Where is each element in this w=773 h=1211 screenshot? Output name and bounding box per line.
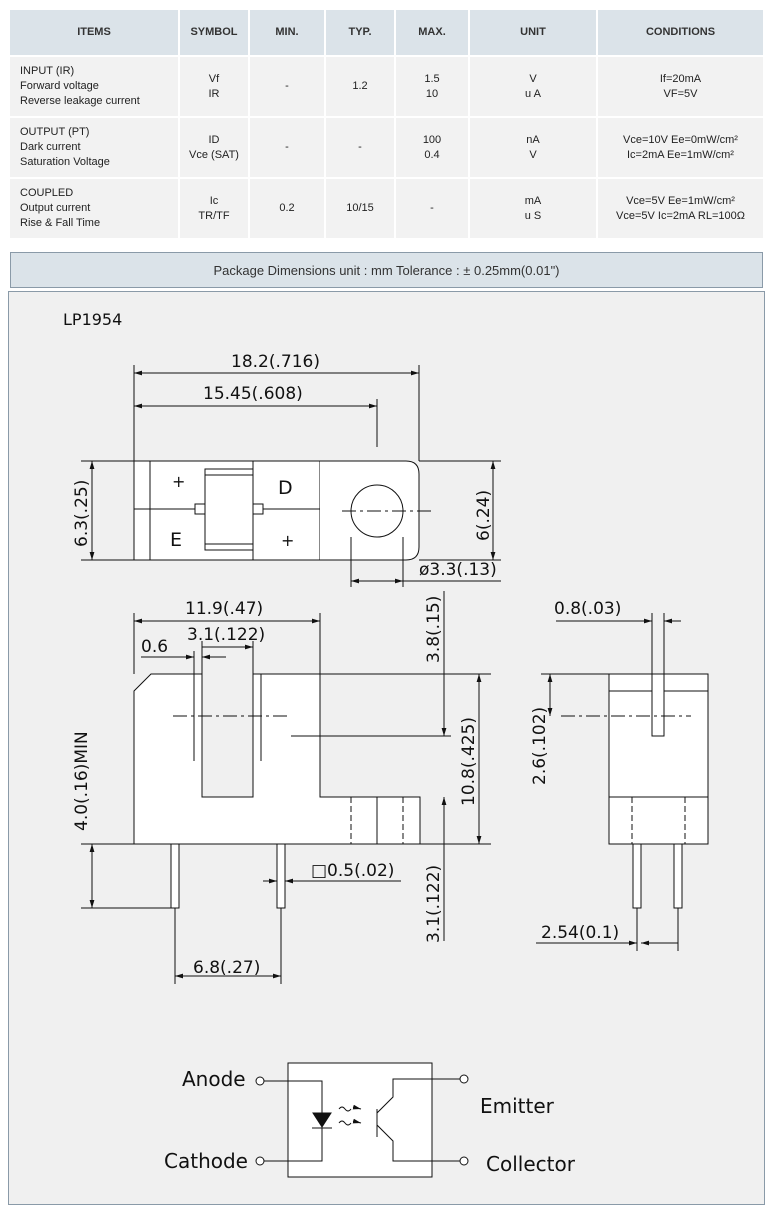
- symbol-line: Vce (SAT): [189, 148, 239, 161]
- header-conditions: CONDITIONS: [598, 10, 763, 55]
- header-unit: UNIT: [470, 10, 596, 55]
- schematic-box: [287, 1062, 433, 1178]
- row-symbol: Ic TR/TF: [180, 179, 248, 238]
- item-line: OUTPUT (PT): [20, 126, 90, 138]
- label-anode: Anode: [182, 1067, 246, 1091]
- item-line: Dark current: [20, 141, 81, 153]
- dim-min-height: 4.0(.16)MIN: [72, 731, 92, 831]
- row-items: OUTPUT (PT) Dark current Saturation Volt…: [10, 118, 178, 177]
- row-unit: mA u S: [470, 179, 596, 238]
- dim-height-left: 6.3(.25): [72, 480, 92, 547]
- spec-table: ITEMS SYMBOL MIN. TYP. MAX. UNIT CONDITI…: [8, 8, 765, 240]
- header-typ: TYP.: [326, 10, 394, 55]
- row-max: 100 0.4: [396, 118, 468, 177]
- unit-line: V: [529, 72, 537, 85]
- item-line: Output current: [20, 202, 91, 214]
- header-symbol: SYMBOL: [180, 10, 248, 55]
- label-collector: Collector: [486, 1152, 576, 1176]
- table-row: INPUT (IR) Forward voltage Reverse leaka…: [10, 57, 763, 116]
- item-line: COUPLED: [20, 187, 74, 199]
- label-cathode: Cathode: [164, 1149, 248, 1173]
- pin-left: [170, 843, 180, 909]
- row-symbol: ID Vce (SAT): [180, 118, 248, 177]
- unit-line: u A: [525, 87, 541, 100]
- item-line: Forward voltage: [20, 80, 99, 92]
- dim-aperture: 0.8(.03): [554, 599, 621, 619]
- row-items: INPUT (IR) Forward voltage Reverse leaka…: [10, 57, 178, 116]
- dim-slot: 3.1(.122): [187, 625, 265, 645]
- condition-line: Vce=5V Ee=1mW/cm²: [626, 194, 735, 207]
- header-items: ITEMS: [10, 10, 178, 55]
- item-line: Reverse leakage current: [20, 95, 140, 107]
- max-line: 100: [422, 133, 442, 146]
- row-items: COUPLED Output current Rise & Fall Time: [10, 179, 178, 238]
- row-min: -: [250, 57, 324, 116]
- row-symbol: Vf IR: [180, 57, 248, 116]
- row-max: 1.5 10: [396, 57, 468, 116]
- symbol-line: TR/TF: [198, 209, 230, 222]
- table-row: OUTPUT (PT) Dark current Saturation Volt…: [10, 118, 763, 177]
- unit-line: V: [529, 148, 537, 161]
- condition-line: Vce=10V Ee=0mW/cm²: [623, 133, 738, 146]
- dim-width: 11.9(.47): [185, 599, 263, 619]
- header-max: MAX.: [396, 10, 468, 55]
- item-line: INPUT (IR): [20, 65, 75, 77]
- row-conditions: Vce=5V Ee=1mW/cm² Vce=5V Ic=2mA RL=100Ω: [598, 179, 763, 238]
- row-typ: -: [326, 118, 394, 177]
- package-dimensions-title: Package Dimensions unit : mm Tolerance :…: [10, 252, 763, 288]
- pin-right: [276, 843, 286, 909]
- dim-aperture-height: 2.6(.102): [530, 707, 550, 785]
- dim-pin-size: □0.5(.02): [311, 861, 394, 881]
- symbol-line: Vf: [208, 72, 220, 85]
- unit-line: u S: [524, 209, 542, 222]
- condition-line: VF=5V: [663, 87, 698, 100]
- dim-wall: 0.6: [141, 637, 168, 657]
- row-min: -: [250, 118, 324, 177]
- dim-height-right: 6(.24): [474, 490, 494, 541]
- table-row: COUPLED Output current Rise & Fall Time …: [10, 179, 763, 238]
- led-diode: [312, 1112, 332, 1128]
- pin-mark-plus-2: +: [281, 531, 294, 550]
- row-typ: 10/15: [326, 179, 394, 238]
- max-line: 1.5: [424, 72, 440, 85]
- dim-body-height: 10.8(.425): [459, 717, 479, 806]
- dim-hole-dia: ø3.3(.13): [419, 560, 497, 580]
- unit-line: nA: [526, 133, 540, 146]
- header-min: MIN.: [250, 10, 324, 55]
- dim-pin-length: 3.1(.122): [424, 865, 444, 943]
- condition-line: If=20mA: [659, 72, 702, 85]
- item-line: Saturation Voltage: [20, 156, 110, 168]
- table-header-row: ITEMS SYMBOL MIN. TYP. MAX. UNIT CONDITI…: [10, 10, 763, 55]
- symbol-line: Ic: [209, 194, 219, 207]
- label-d: D: [278, 477, 293, 499]
- row-unit: V u A: [470, 57, 596, 116]
- dim-pin-pitch: 6.8(.27): [193, 958, 260, 978]
- condition-line: Vce=5V Ic=2mA RL=100Ω: [616, 209, 745, 222]
- pin-mark-plus-1: +: [172, 472, 185, 491]
- label-e: E: [170, 529, 182, 551]
- dim-overall-length: 18.2(.716): [231, 352, 320, 372]
- dim-slot-depth: 3.8(.15): [424, 596, 444, 663]
- dim-hole-center: 15.45(.608): [203, 384, 303, 404]
- row-typ: 1.2: [326, 57, 394, 116]
- symbol-line: ID: [208, 133, 220, 146]
- max-line: 10: [425, 87, 439, 100]
- symbol-line: IR: [208, 87, 220, 100]
- dimension-drawing: LP1954 18.2(.716) 15.45(.608) 6.3(.25) 6…: [8, 291, 765, 1205]
- part-number: LP1954: [63, 310, 122, 329]
- row-max: -: [396, 179, 468, 238]
- max-line: 0.4: [424, 148, 440, 161]
- condition-line: Ic=2mA Ee=1mW/cm²: [627, 148, 734, 161]
- unit-line: mA: [524, 194, 542, 207]
- row-conditions: Vce=10V Ee=0mW/cm² Ic=2mA Ee=1mW/cm²: [598, 118, 763, 177]
- item-line: Rise & Fall Time: [20, 217, 101, 229]
- dim-side-pitch: 2.54(0.1): [541, 923, 619, 943]
- row-conditions: If=20mA VF=5V: [598, 57, 763, 116]
- drawing-svg: LP1954 18.2(.716) 15.45(.608) 6.3(.25) 6…: [63, 310, 709, 1178]
- label-emitter: Emitter: [480, 1094, 555, 1118]
- row-unit: nA V: [470, 118, 596, 177]
- row-min: 0.2: [250, 179, 324, 238]
